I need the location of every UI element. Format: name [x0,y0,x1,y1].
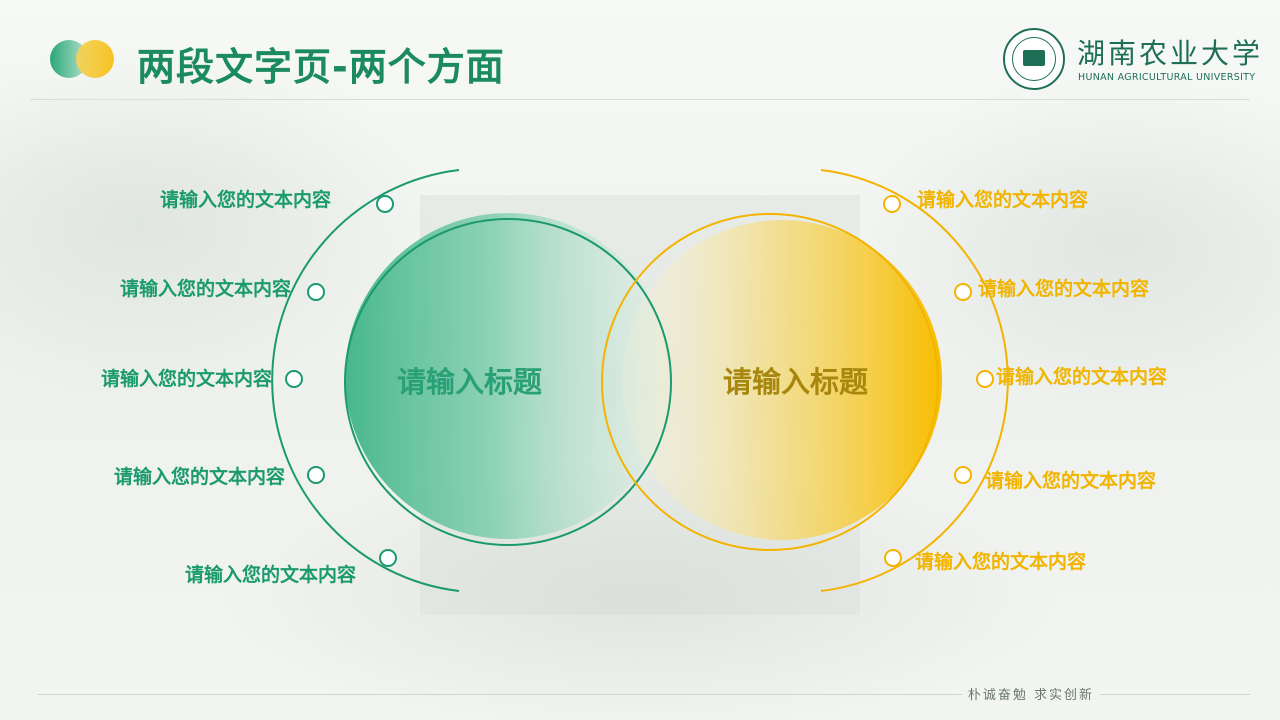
footer-motto: 朴诚奋勉 求实创新 [961,684,1100,703]
left-item-1: 请输入您的文本内容 [159,189,331,211]
left-item-5: 请输入您的文本内容 [184,564,356,586]
yellow-dot [76,40,114,78]
right-marker-1 [883,195,901,213]
left-marker-5 [379,549,397,567]
left-circle-title: 请输入标题 [397,365,543,399]
footer-divider [38,694,1250,695]
header-dots-icon [50,40,120,78]
right-circle [622,220,942,540]
right-item-4: 请输入您的文本内容 [985,470,1157,492]
logo-name: 湖南农业大学 [1077,37,1264,70]
left-item-4: 请输入您的文本内容 [113,466,285,488]
left-circle [345,213,671,539]
left-item-3: 请输入您的文本内容 [100,368,272,390]
left-marker-4 [307,466,325,484]
university-logo: 湖南农业大学 HUNAN AGRICULTURAL UNIVERSITY [1003,28,1260,92]
right-marker-5 [884,549,902,567]
right-marker-4 [954,466,972,484]
right-marker-3 [976,370,994,388]
right-arc [820,169,1009,592]
right-item-5: 请输入您的文本内容 [915,551,1087,573]
university-seal-icon [1003,28,1065,90]
left-marker-3 [285,370,303,388]
logo-name-en: HUNAN AGRICULTURAL UNIVERSITY [1078,72,1256,83]
left-circle-outline [344,218,672,546]
right-item-1: 请输入您的文本内容 [917,189,1089,211]
page-title: 两段文字页-两个方面 [137,45,505,89]
right-circle-outline [601,213,939,551]
left-marker-1 [376,195,394,213]
left-arc [271,169,460,592]
header-divider [30,99,1250,100]
right-circle-title: 请输入标题 [723,365,869,399]
right-marker-2 [954,283,972,301]
left-marker-2 [307,283,325,301]
right-item-3: 请输入您的文本内容 [996,366,1168,388]
right-item-2: 请输入您的文本内容 [978,278,1150,300]
left-item-2: 请输入您的文本内容 [119,278,291,300]
